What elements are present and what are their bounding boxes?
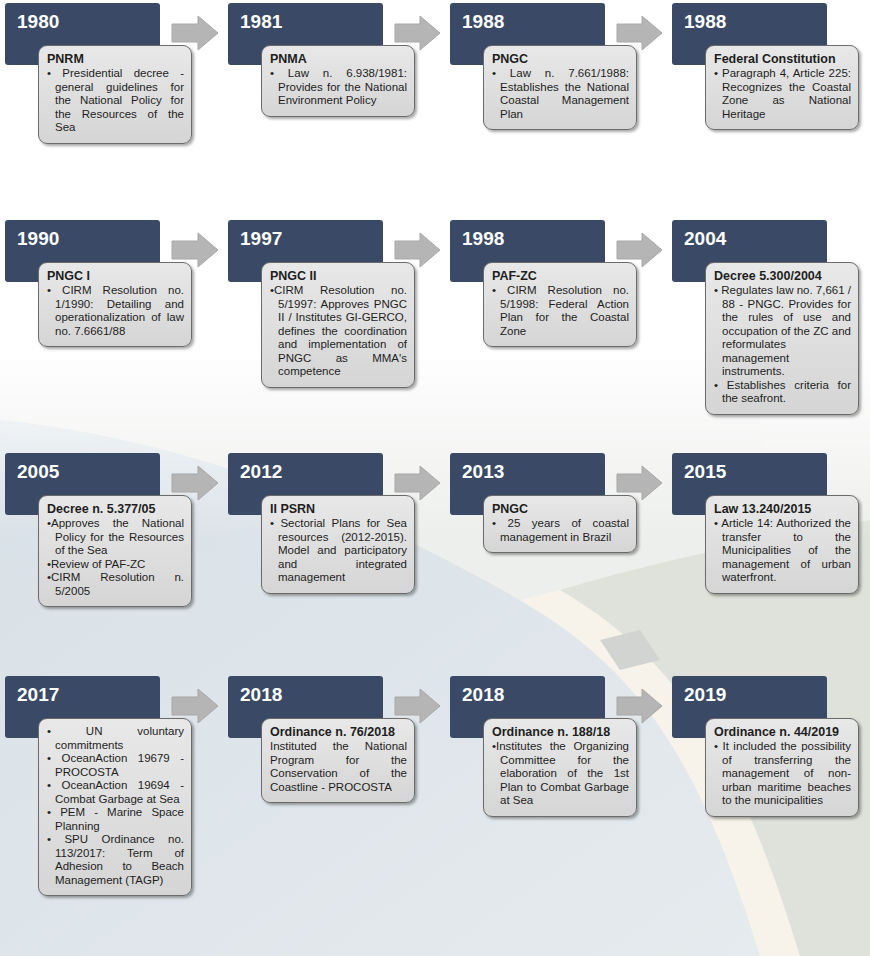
year-label: 1988 (684, 11, 815, 33)
year-label: 2018 (462, 684, 593, 706)
timeline-entry: 1990PNGC I• CIRM Resolution no. 1/1990: … (5, 220, 195, 347)
year-label: 1998 (462, 228, 593, 250)
year-label: 2019 (684, 684, 815, 706)
year-label: 2015 (684, 461, 815, 483)
entry-title: Ordinance n. 76/2018 (270, 725, 407, 739)
entry-text: • Law n. 7.661/1988: Establishes the Nat… (492, 67, 629, 121)
description-box: Ordinance n. 188/18•Institutes the Organ… (483, 718, 637, 817)
timeline-entry: 1988PNGC• Law n. 7.661/1988: Establishes… (450, 3, 640, 130)
description-box: PNGC• Law n. 7.661/1988: Establishes the… (483, 45, 637, 130)
entry-text: • Presidential decree - general guidelin… (47, 67, 184, 135)
year-label: 2013 (462, 461, 593, 483)
timeline-entry: 1988Federal Constitution• Paragraph 4, A… (672, 3, 862, 130)
entry-title: Ordinance n. 188/18 (492, 725, 629, 739)
entry-text: •Institutes the Organizing Committee for… (492, 740, 629, 808)
entry-text: • OceanAction 19694 - Combat Garbage at … (47, 779, 184, 806)
timeline-entry: 2017• UN voluntary commitments• OceanAct… (5, 676, 195, 896)
description-box: PNGC• 25 years of coastal management in … (483, 495, 637, 553)
timeline-entry: 1997PNGC II•CIRM Resolution no. 5/1997: … (228, 220, 418, 388)
entry-title: PNRM (47, 52, 184, 66)
timeline-entry: 2005Decree n. 5.377/05•Approves the Nati… (5, 453, 195, 607)
entry-text: • Sectorial Plans for Sea resources (201… (270, 517, 407, 585)
description-box: Ordinance n. 44/2019• It included the po… (705, 718, 859, 817)
entry-text: •Review of PAF-ZC (47, 558, 184, 572)
description-box: • UN voluntary commitments• OceanAction … (38, 718, 192, 896)
entry-text: Instituted the National Program for the … (270, 740, 407, 794)
timeline-entry: 2018Ordinance n. 188/18•Institutes the O… (450, 676, 640, 817)
description-box: II PSRN• Sectorial Plans for Sea resourc… (261, 495, 415, 594)
entry-title: PNGC (492, 52, 629, 66)
year-label: 1988 (462, 11, 593, 33)
year-label: 1997 (240, 228, 371, 250)
entry-title: Federal Constitution (714, 52, 851, 66)
timeline-entry: 1981PNMA• Law n. 6.938/1981: Provides fo… (228, 3, 418, 117)
year-label: 2004 (684, 228, 815, 250)
description-box: PAF-ZC• CIRM Resolution no. 5/1998: Fede… (483, 262, 637, 347)
entry-text: •CIRM Resolution n. 5/2005 (47, 571, 184, 598)
description-box: Ordinance n. 76/2018Instituted the Natio… (261, 718, 415, 803)
year-label: 2017 (17, 684, 148, 706)
entry-text: • Article 14: Authorized the transfer to… (714, 517, 851, 585)
year-label: 2005 (17, 461, 148, 483)
entry-text: • UN voluntary commitments (47, 725, 184, 752)
entry-title: PNMA (270, 52, 407, 66)
year-label: 2018 (240, 684, 371, 706)
entry-text: • Regulates law no. 7,661 / 88 - PNGC. P… (714, 284, 851, 379)
year-label: 1980 (17, 11, 148, 33)
description-box: PNMA• Law n. 6.938/1981: Provides for th… (261, 45, 415, 117)
entry-title: II PSRN (270, 502, 407, 516)
entry-title: Decree n. 5.377/05 (47, 502, 184, 516)
entry-text: • SPU Ordinance no. 113/2017: Term of Ad… (47, 833, 184, 887)
year-label: 2012 (240, 461, 371, 483)
description-box: Decree 5.300/2004• Regulates law no. 7,6… (705, 262, 859, 415)
entry-title: PNGC II (270, 269, 407, 283)
entry-title: Ordinance n. 44/2019 (714, 725, 851, 739)
entry-text: • 25 years of coastal management in Braz… (492, 517, 629, 544)
timeline-entry: 2013PNGC• 25 years of coastal management… (450, 453, 640, 553)
timeline-entry: 2012 II PSRN• Sectorial Plans for Sea res… (228, 453, 418, 594)
description-box: Federal Constitution• Paragraph 4, Artic… (705, 45, 859, 130)
entry-text: • Law n. 6.938/1981: Provides for the Na… (270, 67, 407, 108)
entry-text: • It included the possibility of transfe… (714, 740, 851, 808)
entry-text: • Paragraph 4, Article 225: Recognizes t… (714, 67, 851, 121)
description-box: PNGC II•CIRM Resolution no. 5/1997: Appr… (261, 262, 415, 388)
entry-text: • CIRM Resolution no. 1/1990: Detailing … (47, 284, 184, 338)
timeline-entry: 2019Ordinance n. 44/2019• It included th… (672, 676, 862, 817)
entry-title: Decree 5.300/2004 (714, 269, 851, 283)
timeline-entry: 1980PNRM• Presidential decree - general … (5, 3, 195, 144)
entry-title: Law 13.240/2015 (714, 502, 851, 516)
entry-title: PNGC I (47, 269, 184, 283)
timeline-entry: 2015Law 13.240/2015• Article 14: Authori… (672, 453, 862, 594)
entry-title: PAF-ZC (492, 269, 629, 283)
description-box: PNRM• Presidential decree - general guid… (38, 45, 192, 144)
timeline-entry: 1998PAF-ZC• CIRM Resolution no. 5/1998: … (450, 220, 640, 347)
description-box: Decree n. 5.377/05•Approves the National… (38, 495, 192, 607)
entry-text: • OceanAction 19679 - PROCOSTA (47, 752, 184, 779)
description-box: Law 13.240/2015• Article 14: Authorized … (705, 495, 859, 594)
entry-title: PNGC (492, 502, 629, 516)
entry-text: • Establishes criteria for the seafront. (714, 379, 851, 406)
year-label: 1981 (240, 11, 371, 33)
timeline-entry: 2018Ordinance n. 76/2018Instituted the N… (228, 676, 418, 803)
description-box: PNGC I• CIRM Resolution no. 1/1990: Deta… (38, 262, 192, 347)
entry-text: • PEM - Marine Space Planning (47, 806, 184, 833)
entry-text: •Approves the National Policy for the Re… (47, 517, 184, 558)
entry-text: •CIRM Resolution no. 5/1997: Approves PN… (270, 284, 407, 379)
entry-text: • CIRM Resolution no. 5/1998: Federal Ac… (492, 284, 629, 338)
year-label: 1990 (17, 228, 148, 250)
timeline-entry: 2004Decree 5.300/2004• Regulates law no.… (672, 220, 862, 415)
